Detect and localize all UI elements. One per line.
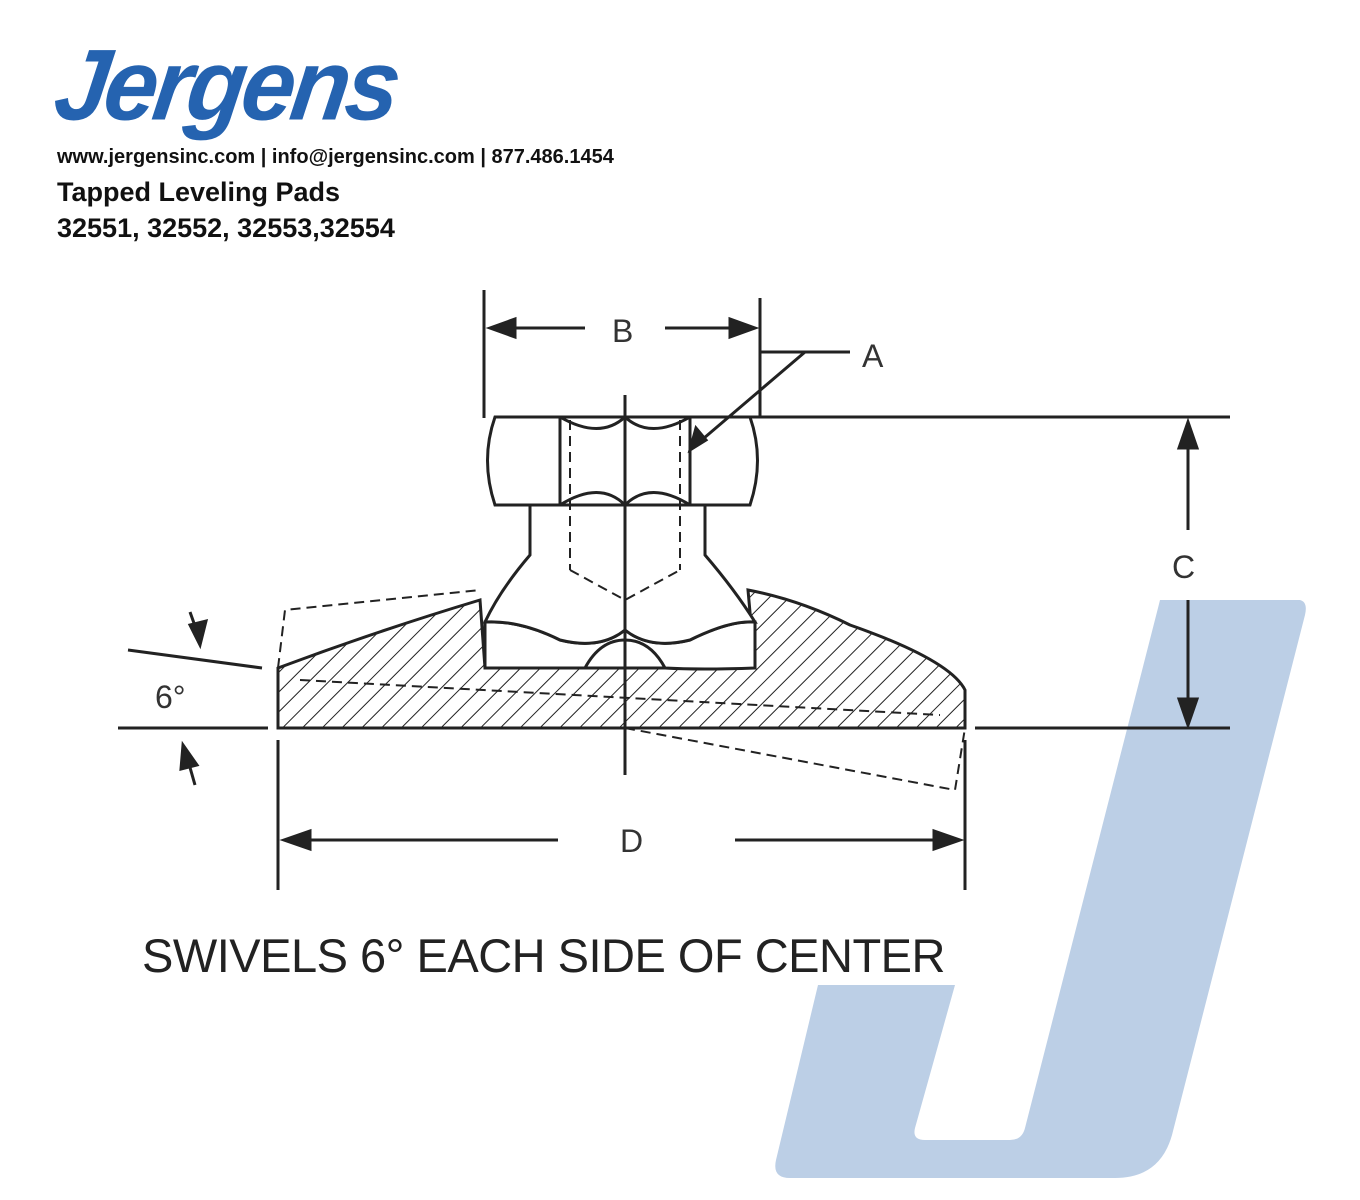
label-b: B: [612, 313, 633, 349]
product-title: Tapped Leveling Pads: [57, 177, 341, 207]
label-d: D: [620, 823, 643, 859]
label-c: C: [1172, 549, 1195, 585]
part-numbers: 32551, 32552, 32553,32554: [57, 213, 395, 243]
leveling-pad-drawing: [118, 290, 1230, 890]
hex-nut: [486, 415, 759, 507]
watermark-j: [775, 600, 1306, 1178]
label-angle: 6°: [155, 679, 186, 715]
label-a: A: [862, 338, 884, 374]
jergens-logo: Jergens: [48, 29, 405, 142]
stud-neck: [482, 503, 758, 645]
contact-info: www.jergensinc.com | info@jergensinc.com…: [57, 146, 614, 168]
drawing-caption: SWIVELS 6° EACH SIDE OF CENTER: [142, 929, 945, 982]
pad-base: [276, 588, 967, 730]
